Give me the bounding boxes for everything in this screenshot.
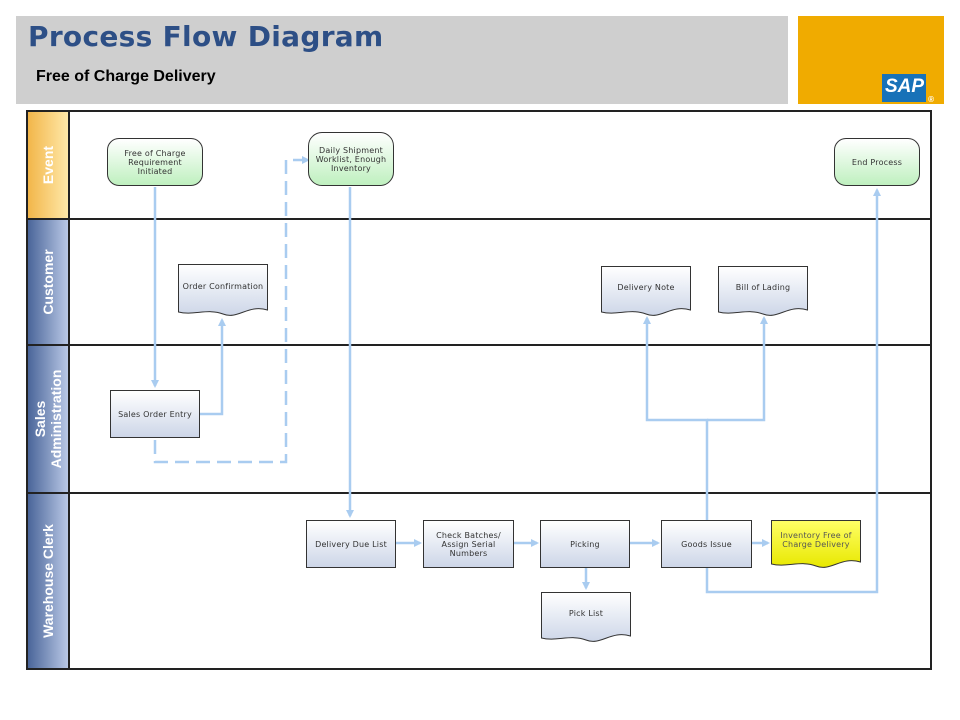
node-label: Goods Issue bbox=[681, 539, 732, 549]
node-label: Pick List bbox=[568, 608, 604, 618]
node-label: Bill of Lading bbox=[735, 282, 791, 292]
step-picking: Picking bbox=[540, 520, 630, 568]
node-label: Sales Order Entry bbox=[118, 409, 192, 419]
node-label: Inventory Free of Charge Delivery bbox=[780, 531, 852, 549]
node-label: Daily Shipment Worklist, Enough Inventor… bbox=[315, 145, 387, 173]
node-label: Delivery Due List bbox=[315, 539, 387, 549]
node-label: Check Batches/ Assign Serial Numbers bbox=[436, 530, 501, 558]
node-label: Picking bbox=[570, 539, 600, 549]
step-goods-issue: Goods Issue bbox=[661, 520, 752, 568]
event-end-process: End Process bbox=[834, 138, 920, 186]
doc-inventory-foc-delivery: Inventory Free of Charge Delivery bbox=[771, 520, 861, 570]
arrow-goods-issue-to-end-process bbox=[705, 188, 881, 594]
header-bar: Process Flow Diagram Free of Charge Deli… bbox=[16, 16, 788, 104]
node-label: Free of Charge Requirement Initiated bbox=[124, 148, 186, 176]
doc-bill-of-lading: Bill of Lading bbox=[718, 266, 808, 318]
node-label: Delivery Note bbox=[617, 282, 675, 292]
arrow-sales-order-to-confirmation bbox=[200, 318, 226, 416]
lane-sales-administration: Sales Administration bbox=[26, 344, 932, 494]
lane-label-event: Event bbox=[28, 112, 70, 218]
page-title: Process Flow Diagram bbox=[28, 20, 384, 53]
document-shape bbox=[771, 520, 861, 568]
lane-label-warehouse: Warehouse Clerk bbox=[28, 494, 70, 668]
logo-text: SAP bbox=[885, 76, 925, 97]
doc-pick-list: Pick List bbox=[541, 592, 631, 644]
document-shape bbox=[601, 266, 691, 316]
event-daily-shipment-worklist: Daily Shipment Worklist, Enough Inventor… bbox=[308, 132, 394, 186]
registered-mark: ® bbox=[928, 95, 934, 104]
logo-background bbox=[882, 74, 926, 102]
node-label: Order Confirmation bbox=[182, 281, 264, 291]
sap-logo: SAP ® bbox=[882, 74, 934, 104]
event-foc-requirement-initiated: Free of Charge Requirement Initiated bbox=[107, 138, 203, 186]
document-shape bbox=[541, 592, 631, 642]
doc-delivery-note: Delivery Note bbox=[601, 266, 691, 318]
lane-label-sales: Sales Administration bbox=[28, 346, 70, 492]
step-check-batches: Check Batches/ Assign Serial Numbers bbox=[423, 520, 514, 568]
lane-warehouse-clerk: Warehouse Clerk bbox=[26, 492, 932, 670]
logo-area: SAP ® bbox=[798, 16, 944, 104]
doc-order-confirmation: Order Confirmation bbox=[178, 264, 268, 318]
arrow-sales-order-to-shipment-dashed bbox=[153, 156, 310, 464]
arrow-goods-issue-to-bill-of-lading bbox=[707, 316, 768, 422]
document-shape bbox=[178, 264, 268, 316]
step-delivery-due-list: Delivery Due List bbox=[306, 520, 396, 568]
arrow-goods-issue-to-delivery-note bbox=[643, 316, 709, 520]
node-label: End Process bbox=[851, 157, 903, 167]
page-subtitle: Free of Charge Delivery bbox=[36, 68, 216, 85]
lane-label-customer: Customer bbox=[28, 220, 70, 344]
document-shape bbox=[718, 266, 808, 316]
step-sales-order-entry: Sales Order Entry bbox=[110, 390, 200, 438]
